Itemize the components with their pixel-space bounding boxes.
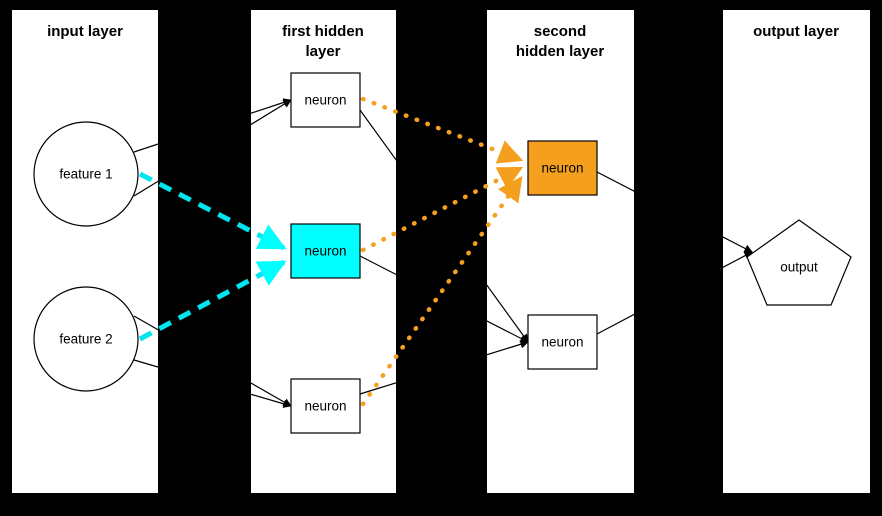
node-feature-2[interactable]: feature 2 bbox=[33, 286, 139, 392]
title-first-hidden-layer-line1: first hidden bbox=[282, 23, 364, 40]
title-second-hidden-layer-line2: hidden layer bbox=[516, 43, 605, 60]
hidden1-neuron-mid-label: neuron bbox=[304, 244, 346, 259]
hidden1-neuron-top-box[interactable] bbox=[290, 72, 361, 128]
feature-1-label: feature 1 bbox=[59, 167, 112, 182]
output-pentagon[interactable] bbox=[746, 219, 852, 306]
hidden1-neuron-top-label: neuron bbox=[304, 93, 346, 108]
title-output-layer: output layer bbox=[753, 23, 839, 40]
hidden1-neuron-bottom-label: neuron bbox=[304, 399, 346, 414]
node-hidden2-neuron-bottom[interactable]: neuron bbox=[527, 314, 598, 370]
title-first-hidden-layer-line2: layer bbox=[305, 43, 340, 60]
hidden2-neuron-top-label: neuron bbox=[541, 161, 583, 176]
hidden1-neuron-mid-box[interactable] bbox=[290, 223, 361, 279]
node-hidden2-neuron-top[interactable]: neuron bbox=[527, 140, 598, 196]
feature-2-circle[interactable] bbox=[33, 286, 139, 392]
edge-hidden1-mid-to-hidden2-top-highlight bbox=[360, 165, 524, 253]
title-input-layer: input layer bbox=[47, 23, 123, 40]
node-feature-1[interactable]: feature 1 bbox=[33, 121, 139, 227]
edge-feature1-to-hidden1-mid-highlight bbox=[138, 171, 287, 251]
feature-2-label: feature 2 bbox=[59, 332, 112, 347]
hidden2-neuron-top-box[interactable] bbox=[527, 140, 598, 196]
edge-feature2-to-hidden1-mid-highlight bbox=[138, 259, 287, 342]
node-hidden1-neuron-mid[interactable]: neuron bbox=[290, 223, 361, 279]
layer-titles: input layer first hidden layer second hi… bbox=[47, 23, 839, 60]
node-output[interactable]: output bbox=[746, 219, 852, 306]
panel-second-hidden-layer bbox=[487, 10, 634, 493]
panel-input-layer bbox=[12, 10, 158, 493]
feature-1-circle[interactable] bbox=[33, 121, 139, 227]
cyan-highlight-edges-group bbox=[138, 171, 287, 342]
node-hidden1-neuron-bottom[interactable]: neuron bbox=[290, 378, 361, 434]
edge-hidden1-bottom-to-hidden2-top-highlight bbox=[360, 175, 524, 407]
orange-highlight-edges-group bbox=[360, 96, 524, 407]
hidden1-neuron-bottom-box[interactable] bbox=[290, 378, 361, 434]
title-second-hidden-layer-line1: second bbox=[534, 23, 587, 40]
hidden2-neuron-bottom-label: neuron bbox=[541, 335, 583, 350]
hidden2-neuron-bottom-box[interactable] bbox=[527, 314, 598, 370]
output-label: output bbox=[780, 260, 818, 275]
node-hidden1-neuron-top[interactable]: neuron bbox=[290, 72, 361, 128]
